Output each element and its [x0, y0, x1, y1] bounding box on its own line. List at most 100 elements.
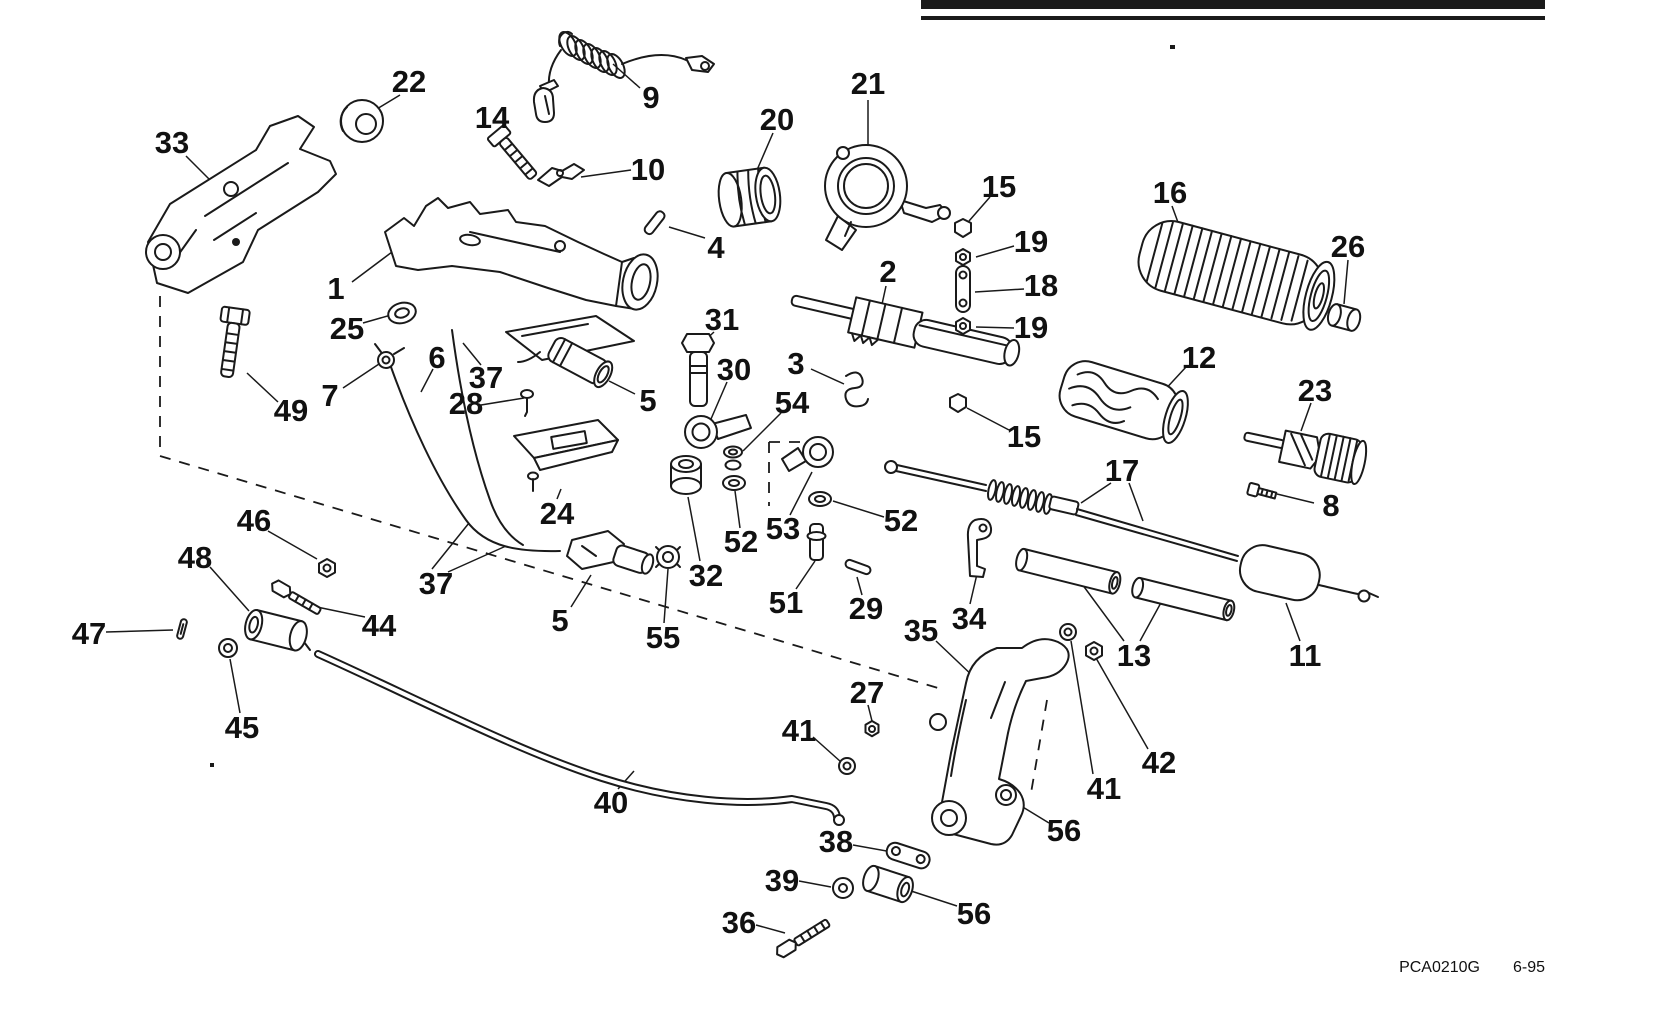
part-5-switch-upper [505, 315, 635, 389]
callout-4: 4 [707, 230, 725, 265]
part-33-steering-bracket [145, 115, 337, 294]
callout-42: 42 [1142, 745, 1176, 780]
part-54-washer-set [723, 445, 743, 471]
doc-code: PCA0210G [1399, 959, 1480, 976]
callout-29: 29 [849, 591, 883, 626]
callout-46: 46 [237, 503, 271, 538]
part-19-washer-upper [955, 248, 971, 266]
callout-37-b: 37 [419, 566, 453, 601]
callout-7: 7 [321, 378, 338, 413]
part-31-stud [681, 333, 715, 407]
part-19-washer-lower [955, 317, 971, 335]
part-23-friction-adjuster [1243, 429, 1368, 486]
callout-33: 33 [155, 125, 189, 160]
part-30-clamp [684, 414, 752, 449]
callout-9: 9 [642, 80, 659, 115]
callout-19-b: 19 [1014, 310, 1048, 345]
part-40-shift-rod [303, 641, 845, 826]
callout-17: 17 [1105, 453, 1139, 488]
callout-5-a: 5 [639, 383, 656, 418]
callout-12: 12 [1182, 340, 1216, 375]
part-25-grommet [387, 301, 417, 325]
part-12-grip-insert [1058, 360, 1189, 444]
callout-6: 6 [428, 340, 445, 375]
callout-10: 10 [631, 152, 665, 187]
callout-47: 47 [72, 616, 106, 651]
part-4-pin [643, 210, 666, 236]
callout-49: 49 [274, 393, 308, 428]
part-49-bolt [219, 305, 251, 379]
callout-26: 26 [1331, 229, 1365, 264]
callout-41-b: 41 [1087, 771, 1121, 806]
part-20-collar [717, 166, 782, 228]
callout-1: 1 [327, 271, 344, 306]
part-34-clip-bracket [966, 518, 993, 578]
callout-35: 35 [904, 613, 938, 648]
callout-45: 45 [225, 710, 259, 745]
part-24-bracket-plate [513, 419, 619, 471]
part-10-clip [537, 163, 585, 187]
part-53-clamp [781, 436, 834, 472]
callout-53: 53 [766, 511, 800, 546]
callout-55: 55 [646, 620, 680, 655]
part-41-washer-right [1059, 623, 1077, 641]
callout-27: 27 [850, 675, 884, 710]
part-18-link [955, 265, 971, 313]
part-15-nut-upper [954, 218, 972, 238]
part-21-throttle-cam-housing [824, 144, 951, 251]
part-3-clip [844, 371, 869, 408]
callout-24: 24 [540, 496, 575, 531]
part-47-pin [176, 618, 188, 640]
part-39-washer [832, 877, 854, 899]
part-56-bushing-lower [862, 864, 914, 904]
part-8-screw [1246, 482, 1278, 500]
callout-52-a: 52 [884, 503, 918, 538]
callout-15-b: 15 [1007, 419, 1041, 454]
callout-3: 3 [787, 346, 804, 381]
callout-5-b: 5 [551, 603, 568, 638]
part-6-7-wire-harness [374, 329, 561, 553]
callout-44: 44 [362, 608, 397, 643]
callout-layer: 22 9 14 21 20 33 10 15 16 19 26 4 18 1 2… [72, 64, 1365, 940]
top-header-bars [210, 0, 1545, 767]
callout-15-a: 15 [982, 169, 1016, 204]
callout-2: 2 [879, 254, 896, 289]
assembly-axis-dashed-lines [159, 296, 1048, 794]
part-1-tiller-arm [384, 197, 659, 311]
callout-14: 14 [475, 100, 510, 135]
callout-30: 30 [717, 352, 751, 387]
part-29-pin [844, 558, 872, 576]
callout-40: 40 [594, 785, 628, 820]
part-42-nut [1085, 641, 1103, 661]
part-14-bolt [486, 124, 538, 180]
part-5-switch-lower [566, 530, 655, 575]
callout-28: 28 [449, 386, 483, 421]
callout-25: 25 [330, 311, 364, 346]
part-17-throttle-cable [884, 460, 1239, 562]
part-56-bushing-upper [995, 784, 1017, 806]
callout-31: 31 [705, 302, 739, 337]
doc-date: 6-95 [1513, 959, 1545, 976]
part-32-bushing [670, 455, 702, 495]
callout-52-b: 52 [724, 524, 758, 559]
callout-16: 16 [1153, 175, 1187, 210]
callout-23: 23 [1298, 373, 1332, 408]
callout-38: 38 [819, 824, 853, 859]
part-22-grommet [339, 99, 384, 143]
callout-37-a: 37 [469, 360, 503, 395]
callout-54: 54 [775, 385, 810, 420]
part-26-cap [1326, 303, 1362, 332]
part-44-bolt [271, 579, 322, 615]
part-46-nut [318, 558, 336, 578]
callout-8: 8 [1322, 488, 1339, 523]
callout-19-a: 19 [1014, 224, 1048, 259]
part-48-spacer [244, 608, 308, 652]
callout-48: 48 [178, 540, 212, 575]
callout-11: 11 [1289, 638, 1322, 673]
part-51-stud [806, 523, 827, 561]
part-52-washer-right [808, 491, 832, 507]
callout-32: 32 [689, 558, 723, 593]
callout-21: 21 [851, 66, 885, 101]
